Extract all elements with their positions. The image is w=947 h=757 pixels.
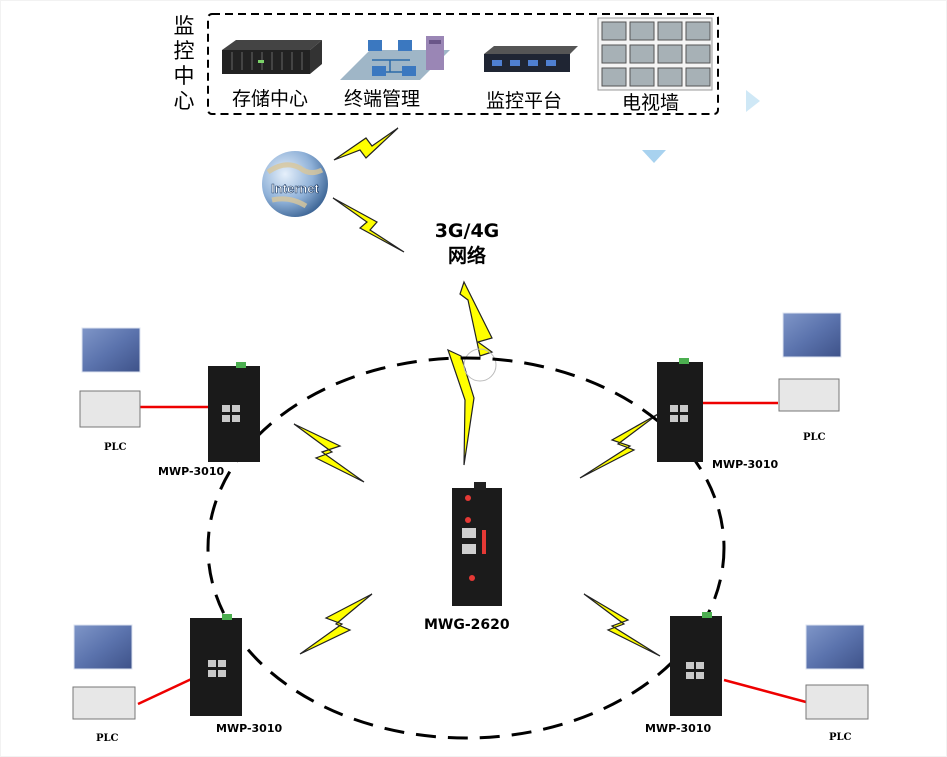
solar-panel-icon	[73, 312, 865, 670]
plc-label-top-left: PLC	[104, 442, 127, 453]
plc-label-bottom-left: PLC	[96, 733, 119, 744]
storage-server-icon	[222, 40, 322, 74]
network-topology-icon	[340, 36, 450, 80]
network-label-line2: 网络	[447, 245, 486, 267]
plc-rack-icon	[72, 378, 869, 720]
device-label-bottom-left: MWP-3010	[216, 722, 283, 735]
wireless-ring	[206, 356, 726, 740]
central-gateway-label: MWG-2620	[424, 617, 510, 633]
plc-label-top-right: PLC	[803, 432, 826, 443]
platform-label: 监控平台	[486, 90, 563, 112]
monitor-platform-icon	[484, 46, 578, 72]
device-label-top-left: MWP-3010	[158, 465, 225, 478]
router-icon	[190, 358, 722, 716]
network-label-line1: 3G/4G	[434, 220, 500, 242]
internet-label: Internet	[271, 181, 319, 196]
tv-wall-icon	[597, 17, 713, 91]
lightning-icon	[293, 127, 661, 657]
storage-label: 存储中心	[232, 88, 309, 110]
monitor-center-title: 监控中心	[173, 14, 195, 113]
antenna-ring	[463, 348, 497, 382]
internet-globe-icon	[262, 151, 328, 217]
device-label-bottom-right: MWP-3010	[645, 722, 712, 735]
plc-label-bottom-right: PLC	[829, 732, 852, 743]
terminal-label: 终端管理	[344, 88, 421, 110]
monitor-center-box	[207, 13, 719, 115]
wired-links	[137, 401, 807, 706]
central-gateway-device	[452, 482, 502, 606]
device-label-top-right: MWP-3010	[712, 458, 779, 471]
tv-wall-label: 电视墙	[622, 92, 680, 114]
